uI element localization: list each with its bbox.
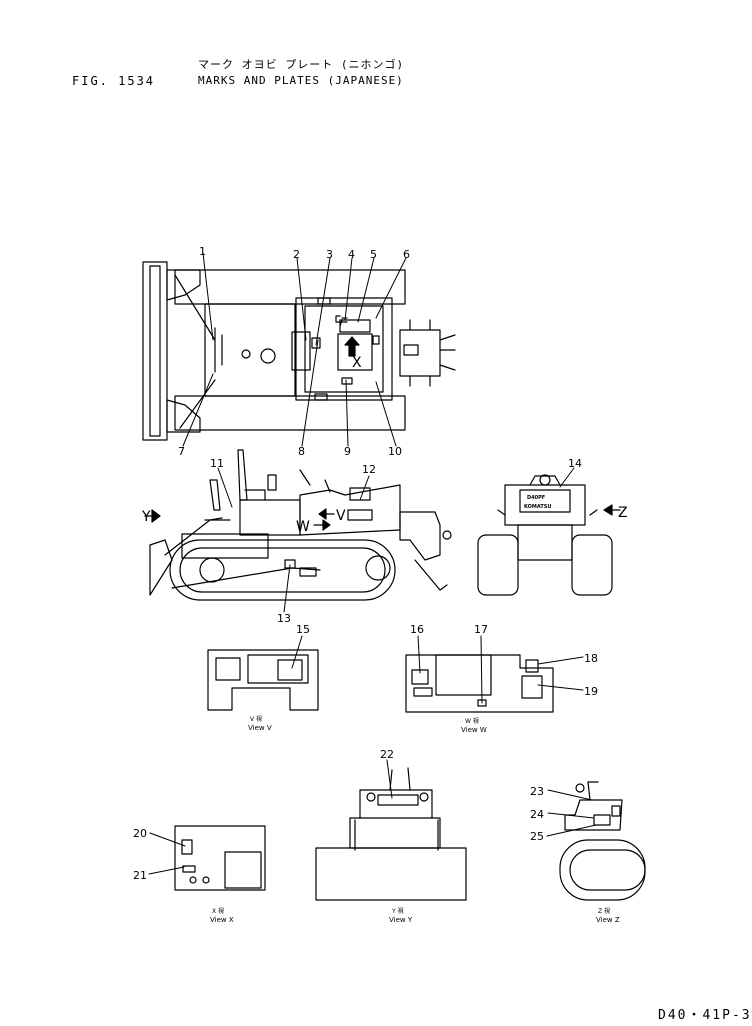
title-english: MARKS AND PLATES (JAPANESE) bbox=[198, 74, 404, 87]
callout-20: 20 bbox=[133, 827, 147, 840]
view-z-caption-en: View Z bbox=[596, 916, 620, 924]
callout-13: 13 bbox=[277, 612, 291, 625]
callout-numbers: 1 2 3 4 5 6 7 8 9 10 11 12 13 14 15 16 1… bbox=[133, 245, 598, 882]
plate-brand-text: KOMATSU bbox=[524, 504, 551, 510]
callout-17: 17 bbox=[474, 623, 488, 636]
callout-15: 15 bbox=[296, 623, 310, 636]
callout-2: 2 bbox=[293, 248, 300, 261]
view-z bbox=[559, 781, 646, 901]
callout-6: 6 bbox=[403, 248, 410, 261]
view-z-caption-jp: Z 視 bbox=[598, 907, 610, 915]
callout-21: 21 bbox=[133, 869, 147, 882]
view-y-caption-en: View Y bbox=[389, 916, 413, 924]
callout-7: 7 bbox=[178, 445, 185, 458]
view-y-caption-jp: Y 視 bbox=[391, 907, 404, 915]
figure-number: FIG. 1534 bbox=[72, 74, 156, 88]
callout-8: 8 bbox=[298, 445, 305, 458]
view-v bbox=[207, 649, 319, 711]
side-view: Y V W bbox=[141, 449, 452, 601]
callout-18: 18 bbox=[584, 652, 598, 665]
view-v-caption-jp: V 視 bbox=[250, 715, 262, 723]
view-arrow-x: X bbox=[352, 355, 362, 371]
callout-1: 1 bbox=[199, 245, 206, 258]
view-w bbox=[405, 654, 554, 713]
drawing-code: D40・41P-3 bbox=[658, 1008, 752, 1023]
callout-19: 19 bbox=[584, 685, 598, 698]
callout-11: 11 bbox=[210, 457, 224, 470]
view-arrow-v: V bbox=[336, 508, 346, 524]
rear-view: D40PF KOMATSU Z bbox=[477, 474, 628, 596]
callout-5: 5 bbox=[370, 248, 377, 261]
top-view: X bbox=[142, 261, 456, 441]
callout-23: 23 bbox=[530, 785, 544, 798]
view-x bbox=[174, 825, 266, 891]
view-x-caption-en: View X bbox=[210, 916, 234, 924]
callout-14: 14 bbox=[568, 457, 582, 470]
title-japanese: マーク オヨビ プレート (ニホンゴ) bbox=[198, 58, 405, 71]
callout-4: 4 bbox=[348, 248, 355, 261]
leader-lines bbox=[148, 252, 597, 875]
callout-3: 3 bbox=[326, 248, 333, 261]
callout-9: 9 bbox=[344, 445, 351, 458]
view-arrow-y: Y bbox=[141, 509, 151, 525]
view-arrow-z: Z bbox=[618, 505, 628, 521]
view-w-caption-jp: W 視 bbox=[465, 717, 479, 725]
view-x-caption-jp: X 視 bbox=[212, 907, 224, 915]
view-arrow-w: W bbox=[296, 519, 310, 535]
callout-25: 25 bbox=[530, 830, 544, 843]
callout-22: 22 bbox=[380, 748, 394, 761]
callout-10: 10 bbox=[388, 445, 402, 458]
callout-24: 24 bbox=[530, 808, 544, 821]
plate-model-text: D40PF bbox=[527, 495, 545, 501]
view-v-caption-en: View V bbox=[248, 724, 272, 732]
callout-16: 16 bbox=[410, 623, 424, 636]
callout-12: 12 bbox=[362, 463, 376, 476]
view-captions: V 視 View V W 視 View W X 視 View X Y 視 Vie… bbox=[210, 715, 620, 924]
view-w-caption-en: View W bbox=[461, 726, 487, 734]
view-y bbox=[315, 767, 467, 901]
